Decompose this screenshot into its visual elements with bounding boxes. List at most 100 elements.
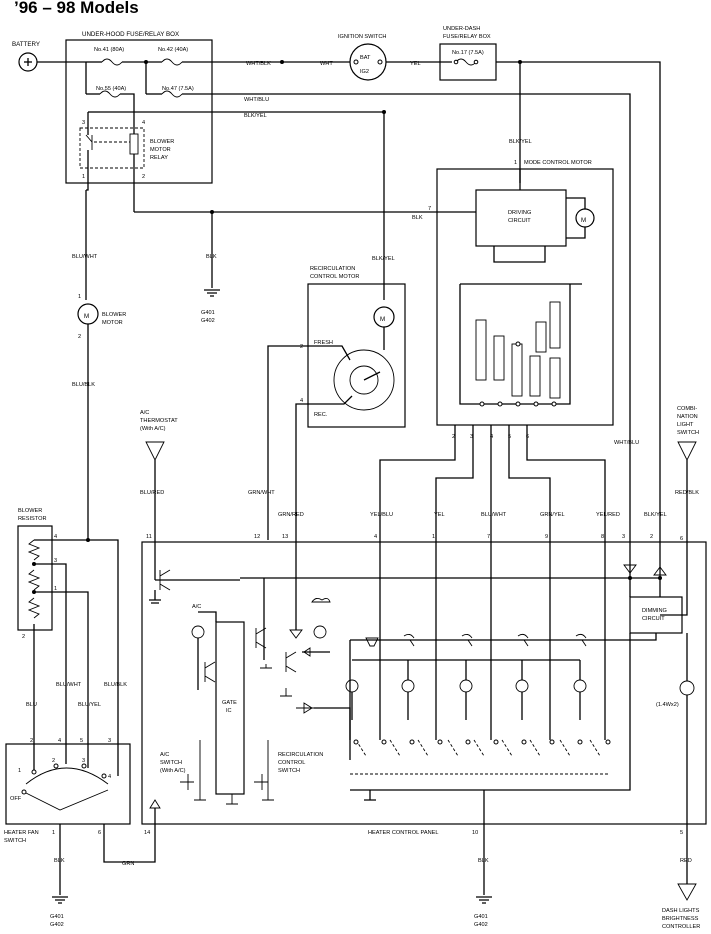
underdash-box-label-1: UNDER-DASH	[443, 26, 480, 32]
heater-panel-label: HEATER CONTROL PANEL	[368, 830, 438, 836]
wire-blk-yel-right-label: BLK/YEL	[644, 512, 667, 518]
svg-text:1: 1	[78, 294, 81, 300]
blower-relay-label-2: MOTOR	[150, 147, 171, 153]
svg-text:BLOWER: BLOWER	[18, 508, 42, 514]
wire-wht-blk-label: WHT/BLK	[246, 61, 271, 67]
svg-text:14: 14	[144, 830, 150, 836]
fuse-47-label: No.47 (7.5A)	[162, 86, 194, 92]
svg-text:4: 4	[374, 534, 377, 540]
resistor-coil-2	[27, 569, 41, 591]
svg-text:4: 4	[108, 774, 111, 780]
svg-text:(With A/C): (With A/C)	[140, 426, 166, 432]
svg-text:A/C: A/C	[192, 604, 201, 610]
ac-indicator-led	[191, 625, 205, 639]
wire-blk-yel-mode-label: BLK/YEL	[509, 139, 532, 145]
wire-grn-red-label: GRN/RED	[278, 512, 304, 518]
svg-text:2: 2	[30, 738, 33, 744]
svg-text:IC: IC	[226, 708, 232, 714]
blower-relay-box	[79, 127, 145, 169]
driving-circuit	[475, 189, 567, 247]
svg-text:5: 5	[680, 830, 683, 836]
fan-switch-arc	[25, 767, 109, 785]
relay-ground: BLK G401 G402	[201, 212, 220, 324]
top-wires: WHT/BLK WHT IGNITION SWITCH BAT IG2 YEL …	[100, 26, 661, 565]
mode-led-2	[401, 679, 415, 693]
ac-thermostat: A/C THERMOSTAT (With A/C) BLU/RED	[140, 410, 178, 580]
wire-blk-yel-recirc-label: BLK/YEL	[372, 256, 395, 262]
diode-left	[623, 564, 637, 574]
svg-text:4: 4	[54, 534, 57, 540]
ac-thermostat-connector	[145, 441, 165, 462]
svg-text:RESISTOR: RESISTOR	[18, 516, 47, 522]
svg-text:FRESH: FRESH	[314, 340, 333, 346]
mode-led-4	[515, 679, 529, 693]
underhood-fuse-relay-box: UNDER-HOOD FUSE/RELAY BOX No.41 (80A) No…	[65, 31, 213, 212]
fuse-42-symbol	[161, 58, 183, 66]
svg-text:(With A/C): (With A/C)	[160, 768, 186, 774]
resistor-coil-3	[27, 597, 41, 619]
ac-switch	[180, 774, 194, 790]
svg-text:1: 1	[514, 160, 517, 166]
mode-led-5	[573, 679, 587, 693]
illumination-bulb	[679, 680, 695, 696]
svg-text:RECIRCULATION: RECIRCULATION	[278, 752, 323, 758]
svg-text:CONTROL: CONTROL	[278, 760, 305, 766]
svg-text:10: 10	[472, 830, 478, 836]
fuse-55-label: No.55 (40A)	[96, 86, 126, 92]
svg-text:NATION: NATION	[677, 414, 698, 420]
fuse-17-symbol	[455, 58, 477, 66]
svg-text:CIRCUIT: CIRCUIT	[642, 616, 665, 622]
svg-text:A/C: A/C	[140, 410, 149, 416]
wire-yel-label-panel: YEL	[434, 512, 445, 518]
svg-text:G402: G402	[201, 318, 215, 324]
svg-text:8: 8	[601, 534, 604, 540]
svg-text:2: 2	[78, 334, 81, 340]
wire-blu-blk-fan-label: BLU/BLK	[104, 682, 127, 688]
svg-text:SWITCH: SWITCH	[677, 430, 699, 436]
svg-text:OFF: OFF	[10, 796, 22, 802]
wire-blk-relay-label: BLK	[206, 254, 217, 260]
svg-text:4: 4	[58, 738, 61, 744]
fuse-42-label: No.42 (40A)	[158, 47, 188, 53]
heater-control-panel: HEATER CONTROL PANEL 11 12 13 4 1 7 9 8 …	[141, 534, 707, 895]
combination-light-switch: COMBI- NATION LIGHT SWITCH RED/BLK 6	[660, 406, 699, 616]
wire-grn-label: GRN	[122, 861, 134, 867]
svg-text:6: 6	[98, 830, 101, 836]
svg-text:M: M	[84, 313, 89, 320]
svg-text:REC.: REC.	[314, 412, 328, 418]
svg-text:12: 12	[254, 534, 260, 540]
wire-blu-blk-motor-label: BLU/BLK	[72, 382, 95, 388]
svg-text:CIRCUIT: CIRCUIT	[508, 218, 531, 224]
svg-text:BLOWER: BLOWER	[102, 312, 126, 318]
svg-text:BAT: BAT	[360, 55, 371, 61]
svg-text:M: M	[380, 316, 385, 323]
wire-blk-yel-top-label: BLK/YEL	[244, 113, 267, 119]
wire-yel-red-label: YEL/RED	[596, 512, 620, 518]
svg-text:4: 4	[300, 398, 303, 404]
ignition-switch-label: IGNITION SWITCH	[338, 34, 386, 40]
wire-blk-panel-label: BLK	[478, 858, 489, 864]
diode-right	[653, 566, 667, 576]
recirculation-control-motor: RECIRCULATION CONTROL MOTOR BLK/YEL M FR…	[267, 256, 406, 540]
wire-red-blk-label: RED/BLK	[675, 490, 699, 496]
underdash-box-label-2: FUSE/RELAY BOX	[443, 34, 491, 40]
svg-text:2: 2	[22, 634, 25, 640]
svg-text:CONTROL MOTOR: CONTROL MOTOR	[310, 274, 359, 280]
svg-text:11: 11	[146, 534, 152, 540]
svg-text:THERMOSTAT: THERMOSTAT	[140, 418, 178, 424]
fuse-41-symbol	[101, 58, 123, 66]
svg-text:4: 4	[142, 120, 145, 126]
face-vent-icon	[403, 633, 415, 647]
svg-text:G401: G401	[50, 914, 64, 920]
svg-text:G402: G402	[474, 922, 488, 928]
svg-text:COMBI-: COMBI-	[677, 406, 697, 412]
blower-relay-label-3: RELAY	[150, 155, 168, 161]
svg-text:7: 7	[487, 534, 490, 540]
wire-blu-yel-label: BLU/YEL	[78, 702, 101, 708]
wire-blu-wht-relay-label: BLU/WHT	[72, 254, 98, 260]
recirc-indicator-led	[313, 625, 327, 639]
fuse-47-symbol	[161, 90, 183, 98]
fuse-17-label: No.17 (7.5A)	[452, 50, 484, 56]
recirc-icon	[311, 597, 331, 603]
